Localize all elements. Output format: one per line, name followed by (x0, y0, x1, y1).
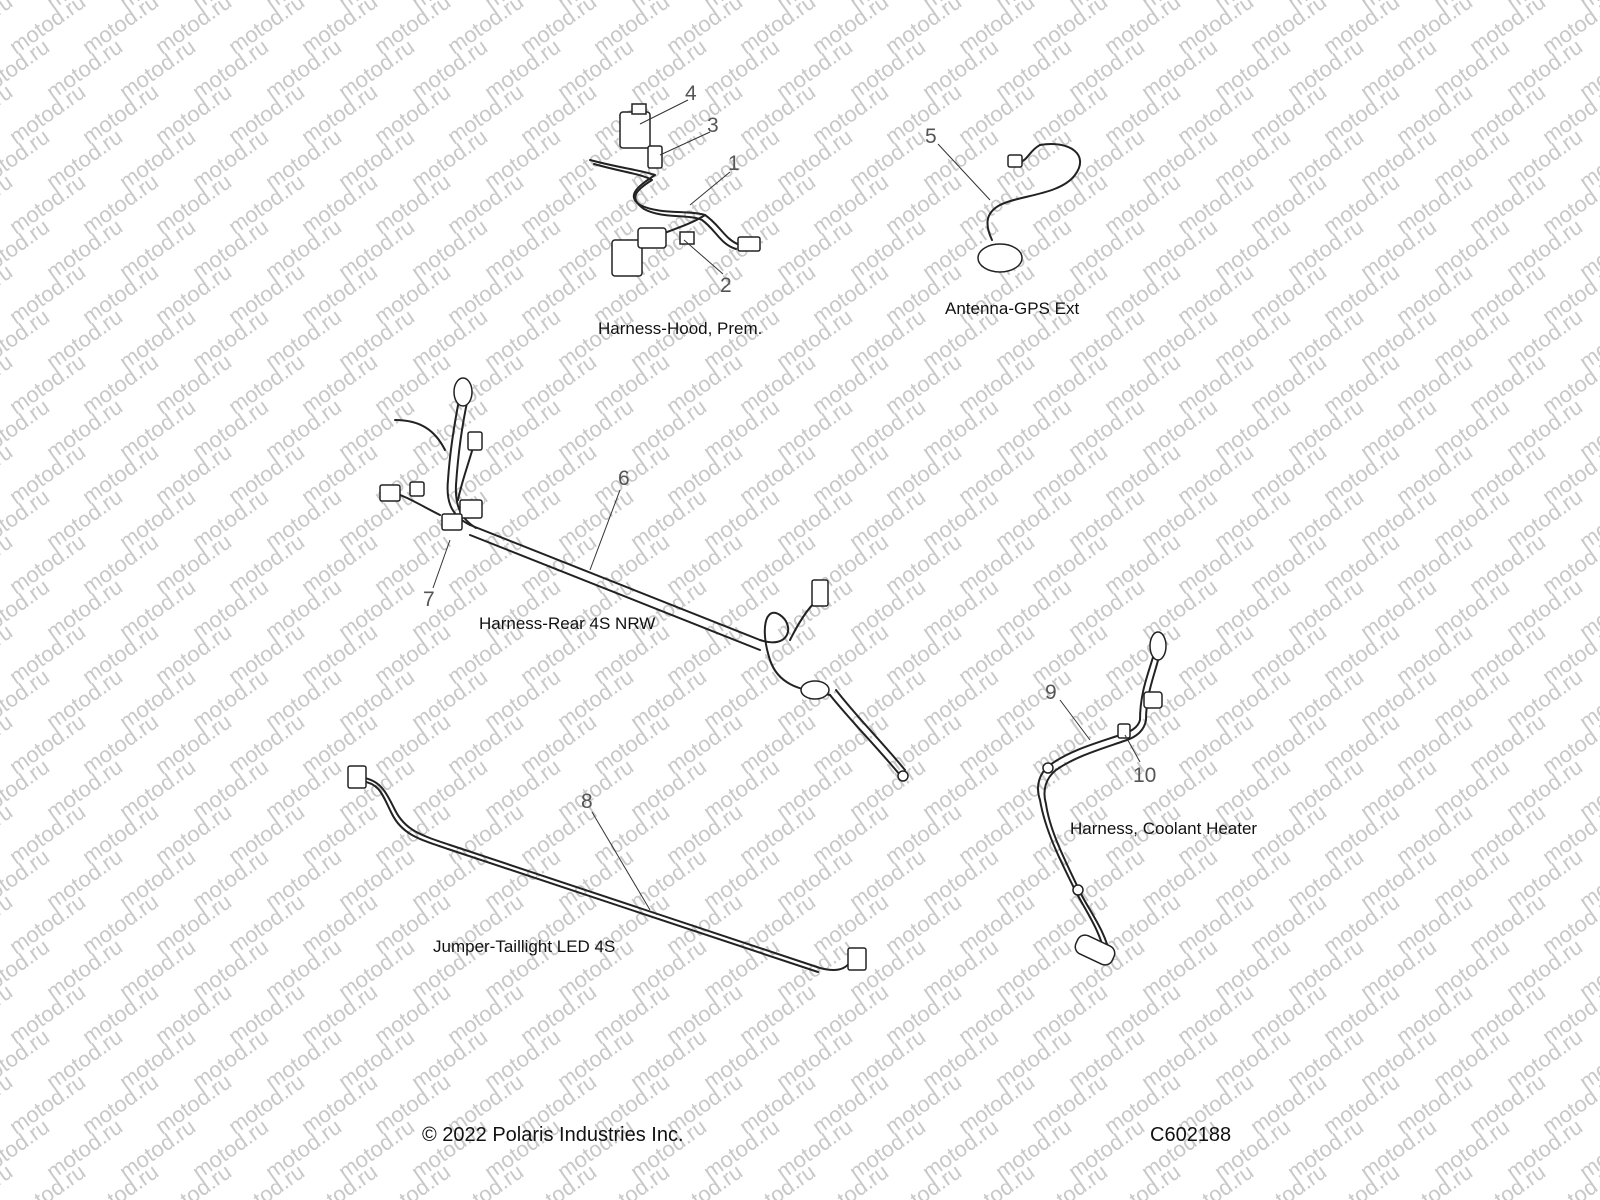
callout-10: 10 (1133, 764, 1156, 787)
callout-6: 6 (618, 467, 630, 490)
caption-gps-antenna: Antenna-GPS Ext (945, 299, 1079, 318)
callout-7: 7 (423, 588, 435, 611)
callout-3: 3 (707, 114, 719, 137)
caption-coolant-harness: Harness, Coolant Heater (1070, 819, 1257, 838)
callout-8: 8 (581, 790, 593, 813)
callout-2: 2 (720, 274, 732, 297)
caption-hood-harness: Harness-Hood, Prem. (598, 319, 762, 338)
callout-1: 1 (728, 152, 740, 175)
diagram-code: C602188 (1150, 1124, 1231, 1146)
copyright-text: © 2022 Polaris Industries Inc. (422, 1124, 684, 1146)
callout-9: 9 (1045, 681, 1057, 704)
callout-4: 4 (685, 82, 697, 105)
caption-taillight-jumper: Jumper-Taillight LED 4S (433, 937, 615, 956)
callout-5: 5 (925, 125, 937, 148)
caption-rear-harness: Harness-Rear 4S NRW (479, 614, 655, 633)
